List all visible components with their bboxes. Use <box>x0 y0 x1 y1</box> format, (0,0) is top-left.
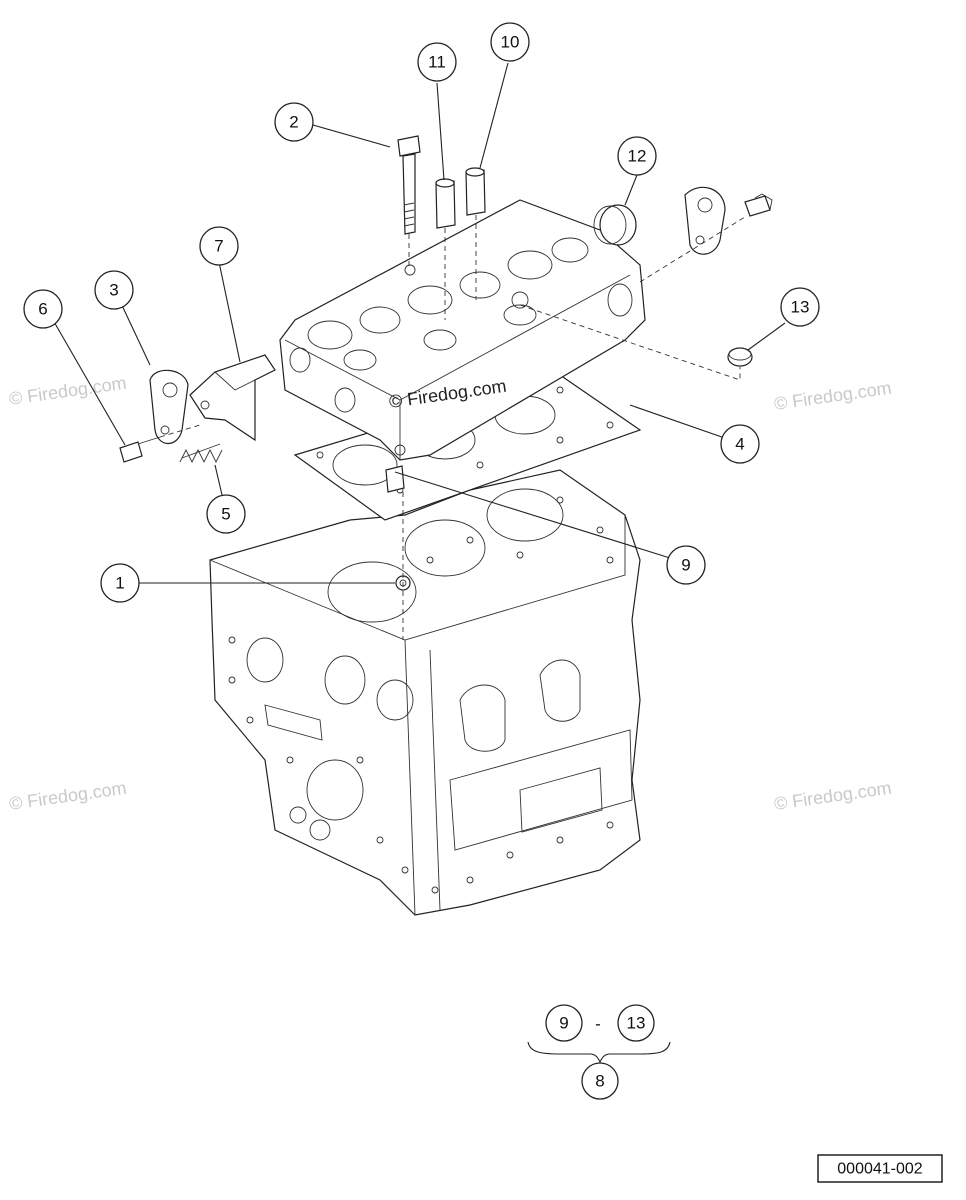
callout-2: 2 <box>274 102 314 142</box>
cylinder-head <box>279 199 646 461</box>
callout-4-label: 4 <box>735 435 744 454</box>
kit-brace <box>527 1041 671 1064</box>
kit-number: 8 <box>595 1072 604 1091</box>
document-number-box: 000041-002 <box>817 1154 943 1183</box>
lifting-hook-rear <box>684 186 773 255</box>
lifting-hook-front <box>149 369 189 445</box>
spring <box>179 443 223 464</box>
callout-4: 4 <box>720 424 760 464</box>
callout-6-label: 6 <box>38 300 47 319</box>
callout-13: 13 <box>780 287 820 327</box>
callout-10: 10 <box>490 22 530 62</box>
head-plug <box>593 204 637 246</box>
kit-range-end: 13 <box>627 1014 646 1033</box>
dowel-pins <box>435 167 486 229</box>
kit-range-separator: - <box>595 1015 601 1034</box>
watermark-left-upper: © Firedog.com <box>8 373 128 409</box>
kit-range-start: 9 <box>559 1014 568 1033</box>
stud <box>385 465 405 493</box>
callout-11: 11 <box>417 42 457 82</box>
small-plug <box>727 347 753 367</box>
watermark-left-lower: © Firedog.com <box>8 778 128 814</box>
watermark-right-lower: © Firedog.com <box>773 778 893 814</box>
callout-5: 5 <box>206 494 246 534</box>
callout-1: 1 <box>100 563 140 603</box>
callout-2-label: 2 <box>289 113 298 132</box>
engine-block <box>209 469 641 916</box>
callout-12-label: 12 <box>628 147 647 166</box>
kit-group: 9 - 13 8 <box>527 1004 671 1100</box>
callout-11-label: 11 <box>428 53 446 72</box>
callout-9-label: 9 <box>681 556 690 575</box>
callout-13-label: 13 <box>791 298 810 317</box>
document-number: 000041-002 <box>837 1161 923 1178</box>
watermark-right-upper: © Firedog.com <box>773 378 893 414</box>
bracket <box>189 354 276 442</box>
head-bolt <box>397 135 421 235</box>
callout-12: 12 <box>617 136 657 176</box>
hook-bolt <box>119 436 161 463</box>
callout-3-label: 3 <box>109 281 118 300</box>
callout-3: 3 <box>94 270 134 310</box>
callout-6: 6 <box>23 289 63 329</box>
callout-1-label: 1 <box>115 574 124 593</box>
alignment-lines <box>159 215 746 640</box>
callout-7-label: 7 <box>214 237 223 256</box>
callout-10-label: 10 <box>501 33 520 52</box>
callout-5-label: 5 <box>221 505 230 524</box>
callout-9: 9 <box>666 545 706 585</box>
callout-7: 7 <box>199 226 239 266</box>
